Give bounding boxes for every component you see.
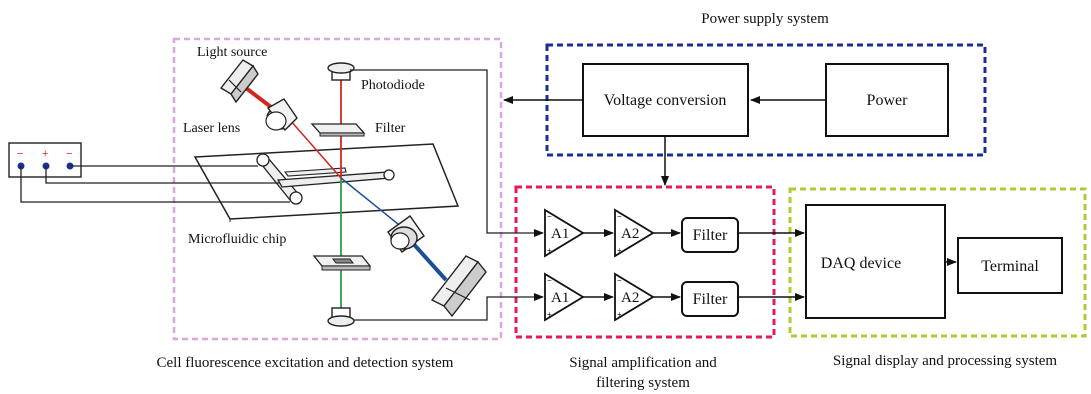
battery-minus-left: − [17, 148, 23, 160]
amp-a2-triangle [614, 208, 655, 258]
chip-well [256, 153, 270, 167]
amp-a2-minus: − [617, 212, 622, 221]
amp-a2-plus: + [617, 246, 622, 255]
amp-a1-minus: − [547, 276, 552, 285]
amp-a1-plus: + [547, 246, 552, 255]
microfluidic-chip-label: Microfluidic chip [188, 232, 286, 247]
power-supply-title: Power supply system [701, 11, 829, 27]
amp-a2-plus: + [617, 310, 622, 319]
filter-box [681, 281, 739, 317]
lower-filter-icon [312, 255, 372, 271]
wire-battery-to-chip-2 [45, 166, 279, 184]
amp-system-label-line2: filtering system [596, 375, 690, 391]
light-source-label: Light source [197, 45, 267, 60]
amp-channel-2: A1 − + A2 − + Filter [544, 272, 739, 322]
filter-box [681, 217, 739, 253]
amp-a1-label: A1 [551, 290, 569, 306]
voltage-conversion-box [582, 63, 749, 137]
emission-beam-blue-thin [340, 177, 399, 225]
amp-system-label-line1: Signal amplification and [569, 355, 717, 371]
excitation-system-box [172, 37, 503, 341]
amp-a2-triangle [614, 272, 655, 322]
terminal-label: Terminal [981, 258, 1039, 275]
display-system-label: Signal display and processing system [833, 353, 1057, 369]
photodiode-icon-top [327, 62, 355, 81]
photodiode-label: Photodiode [361, 78, 425, 93]
wire-photodiode-bottom-to-amp [354, 293, 544, 321]
battery-minus-right: − [66, 148, 72, 160]
daq-device-label: DAQ device [821, 255, 901, 272]
terminal-box [957, 237, 1063, 294]
voltage-conversion-label: Voltage conversion [604, 92, 727, 109]
wire-photodiode-top-to-amp [350, 69, 544, 237]
amp-a1-label: A1 [551, 226, 569, 242]
laser-lens-label: Laser lens [183, 121, 240, 136]
amp-a1-minus: − [547, 212, 552, 221]
photodiode-icon-bottom [327, 307, 355, 327]
power-label: Power [867, 92, 909, 109]
amp-system-box [514, 185, 776, 339]
display-system-box [788, 187, 1087, 338]
daq-device-box [805, 204, 946, 319]
emission-beam-blue [408, 238, 448, 282]
laser-beam-red [289, 119, 342, 179]
chip-well [289, 191, 303, 205]
emission-lens-icon [387, 215, 425, 253]
laser-lens-icon [265, 98, 298, 132]
amp-a2-minus: − [617, 276, 622, 285]
filter-label: Filter [693, 227, 728, 244]
excitation-system-label: Cell fluorescence excitation and detecti… [157, 355, 454, 371]
optical-filter-label: Filter [375, 121, 406, 136]
amp-a2-label: A2 [621, 290, 639, 306]
amp-a1-triangle [544, 208, 585, 258]
amp-channel-1: A1 − + A2 − + Filter [544, 208, 739, 258]
wire-battery-to-chip-3 [20, 166, 290, 203]
microfluidic-channel-branch [283, 167, 347, 177]
amp-a2-label: A2 [621, 226, 639, 242]
optical-filter-icon [310, 123, 366, 137]
amp-a1-triangle [544, 272, 585, 322]
filter-label: Filter [693, 291, 728, 308]
light-source-icon [219, 59, 259, 104]
chip-well [383, 169, 395, 181]
amp-a1-plus: + [547, 310, 552, 319]
battery-plus: + [42, 148, 48, 160]
detector-mirror-icon [430, 255, 487, 318]
